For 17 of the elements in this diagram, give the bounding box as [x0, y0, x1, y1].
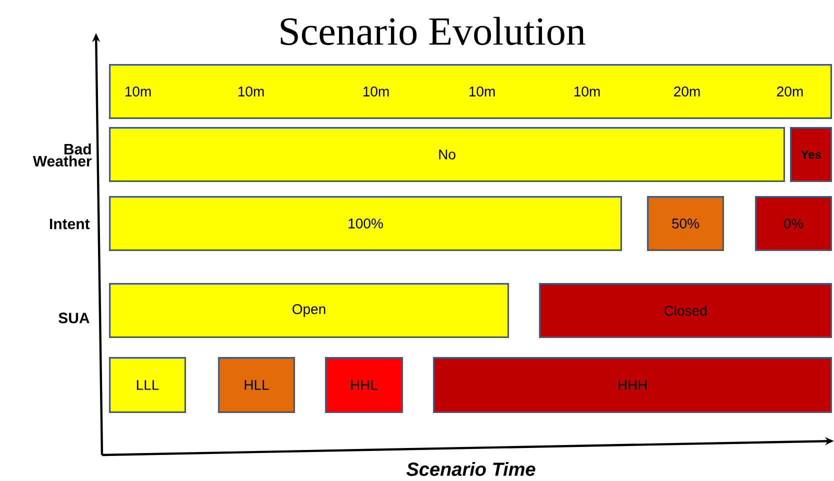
row-label: SUA [58, 312, 90, 324]
row-label: Bad Weather [32, 144, 92, 166]
state-bar: HLL [218, 357, 295, 413]
state-bar: 100% [109, 196, 622, 251]
state-bar: LLL [109, 357, 186, 413]
axis-title: Scenario Time [406, 462, 536, 476]
state-bar: Closed [539, 283, 832, 338]
state-bar: HHH [433, 357, 832, 413]
state-bar: 50% [647, 196, 724, 251]
state-bar: HHL [325, 357, 403, 413]
state-bar: 0% [755, 196, 832, 251]
state-bar: No [109, 127, 785, 182]
row-label: Intent [50, 218, 90, 230]
state-bar: Yes [790, 127, 832, 182]
state-bar: Open [109, 283, 509, 338]
timeline-bar: 10m 10m 10m 10m 10m 20m 20m [109, 64, 832, 119]
title: Scenario Evolution [280, 16, 586, 46]
